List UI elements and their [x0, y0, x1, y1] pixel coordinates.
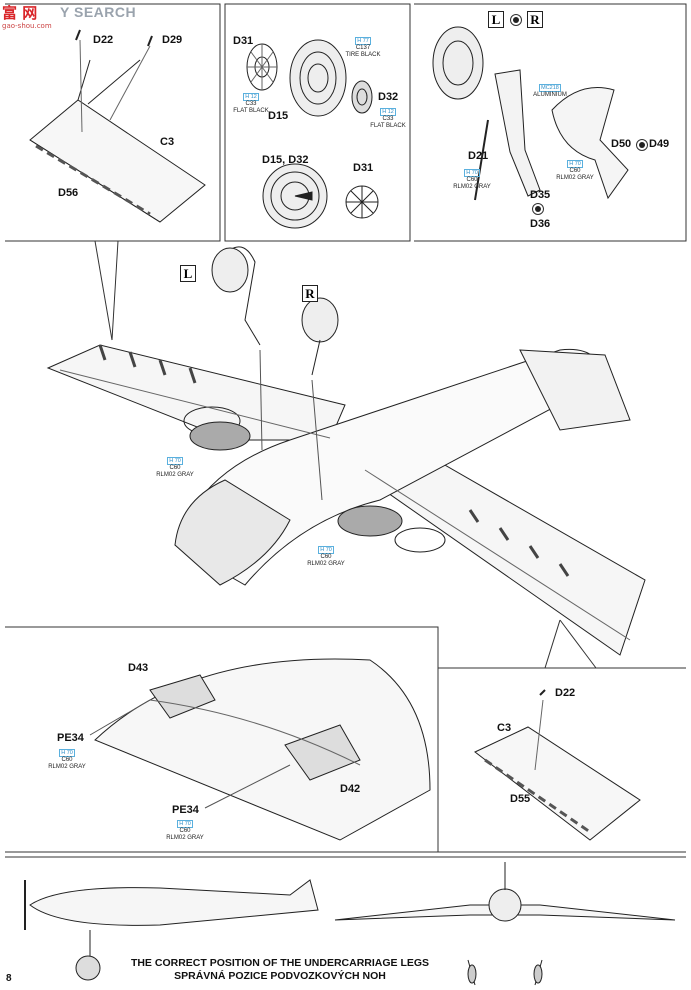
caption-line-1: THE CORRECT POSITION OF THE UNDERCARRIAG… [130, 957, 430, 969]
frame-top-left [5, 3, 221, 242]
label-d32: D32 [378, 91, 399, 103]
reference-views [24, 862, 676, 986]
frame-top-middle [224, 3, 411, 242]
label-d35: D35 [530, 189, 551, 201]
caption-line-2: SPRÁVNÁ POZICE PODVOZKOVÝCH NOH [174, 970, 386, 983]
watermark-text: Y SEARCH [60, 4, 137, 20]
paint-note-gray-a: H 70 C60 RLM02 GRAY [48, 749, 86, 771]
side-view-fuselage [29, 879, 319, 926]
paint-note-bay-right: H 70 C60 RLM02 GRAY [307, 546, 345, 568]
label-d15: D15 [268, 110, 289, 122]
page-number: 8 [6, 973, 12, 984]
engine-nose [174, 479, 291, 586]
label-d42: D42 [340, 783, 361, 795]
paint-note-flat-left: H 12 C33 FLAT BLACK [233, 93, 269, 115]
wheel-parts [246, 39, 379, 229]
label-d56: D56 [58, 187, 79, 199]
marker-left-main: L [180, 265, 196, 282]
paint-note-aluminium: MC218 ALUMINIUM [533, 84, 567, 99]
label-c3-bottom: C3 [497, 722, 512, 734]
assembly-symbol-icon [636, 139, 648, 151]
paint-note-bay-left: H 70 C60 RLM02 GRAY [156, 457, 194, 479]
label-d22-top: D22 [93, 34, 114, 46]
label-d36: D36 [530, 218, 551, 230]
wing-flap-detail [29, 29, 206, 223]
label-d43: D43 [128, 662, 149, 674]
aircraft-underside [46, 246, 646, 656]
paint-note-tire: H 77 C137 TIRE BLACK [345, 37, 381, 59]
watermark-url: gao-shou.com [2, 22, 52, 30]
label-pe34-lower: PE34 [172, 804, 199, 816]
marker-right-main: R [302, 285, 318, 302]
undercarriage-leg-parts [432, 26, 629, 201]
label-d15-d32: D15, D32 [262, 154, 309, 166]
label-d49: D49 [649, 138, 670, 150]
marker-right-top: R [527, 11, 543, 28]
label-d29: D29 [162, 34, 183, 46]
tailplane [519, 349, 631, 431]
paint-note-gray-right: H 70 C60 RLM02 GRAY [556, 160, 594, 182]
label-d31-bottom: D31 [353, 162, 374, 174]
watermark-logo: 富 网 [2, 4, 38, 22]
left-wing [46, 344, 346, 441]
frame-bottom-right [437, 667, 686, 853]
marker-left-top: L [488, 11, 504, 28]
label-d22-bottom: D22 [555, 687, 576, 699]
paint-note-gray-left: H 70 C60 RLM02 GRAY [453, 169, 491, 191]
caption: THE CORRECT POSITION OF THE UNDERCARRIAG… [110, 957, 450, 983]
wing-flap-detail-2 [474, 689, 641, 841]
label-pe34-upper: PE34 [57, 732, 84, 744]
label-c3-top: C3 [160, 136, 175, 148]
label-d31-top: D31 [233, 35, 254, 47]
assembly-symbol-icon [510, 14, 522, 26]
paint-note-gray-b: H 70 C60 RLM02 GRAY [166, 820, 204, 842]
radiator-detail [89, 658, 431, 841]
label-d55: D55 [510, 793, 531, 805]
assembly-symbol-icon [532, 203, 544, 215]
paint-note-flat-right: H 12 C33 FLAT BLACK [370, 108, 406, 130]
label-d50: D50 [611, 138, 632, 150]
label-d21: D21 [468, 150, 489, 162]
frame-top-right [414, 3, 687, 242]
